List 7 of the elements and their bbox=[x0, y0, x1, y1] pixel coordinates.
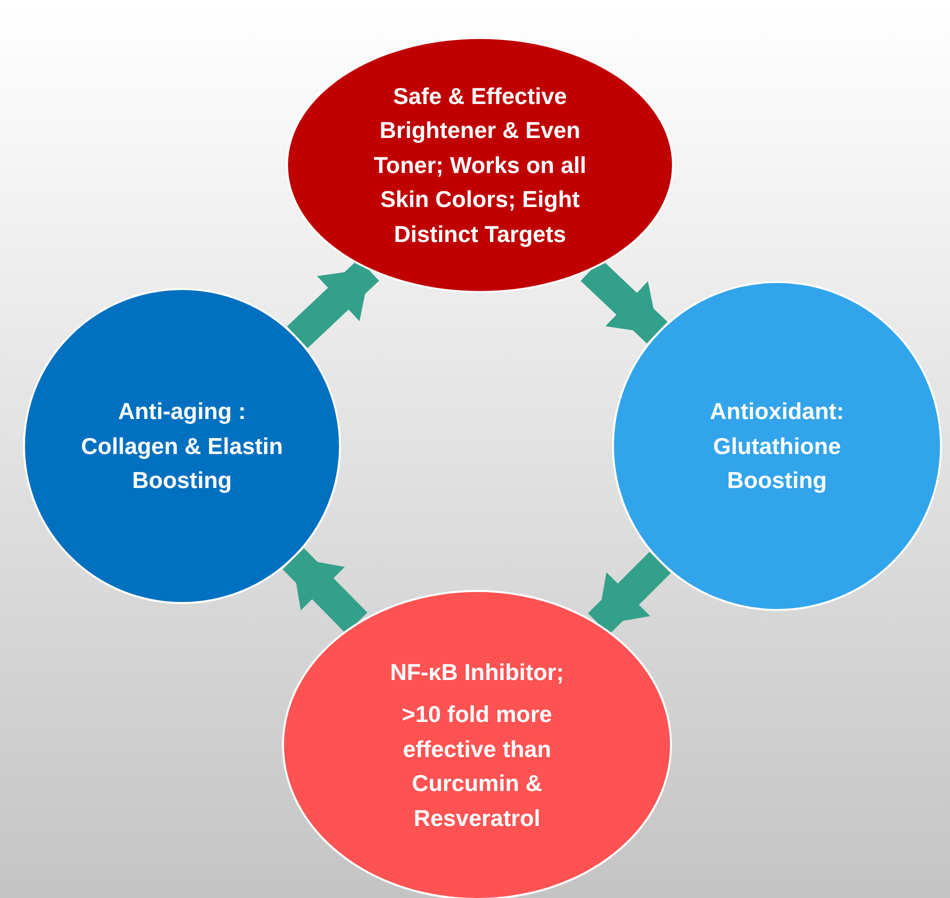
block-arrow bbox=[282, 548, 368, 634]
node-text: Antioxidant: Glutathione Boosting bbox=[708, 397, 846, 496]
node-text: NF-κB Inhibitor; bbox=[390, 658, 564, 687]
node-text: Anti-aging : Collagen & Elastin Boosting bbox=[80, 397, 284, 496]
node-text: Safe & Effective Brightener & Even Toner; Works on all Skin Colors; Eight Distinct Targets bbox=[372, 82, 588, 249]
block-arrow bbox=[588, 552, 671, 634]
node-text: >10 fold more effective than Curcumin & Resveratrol bbox=[400, 700, 554, 833]
